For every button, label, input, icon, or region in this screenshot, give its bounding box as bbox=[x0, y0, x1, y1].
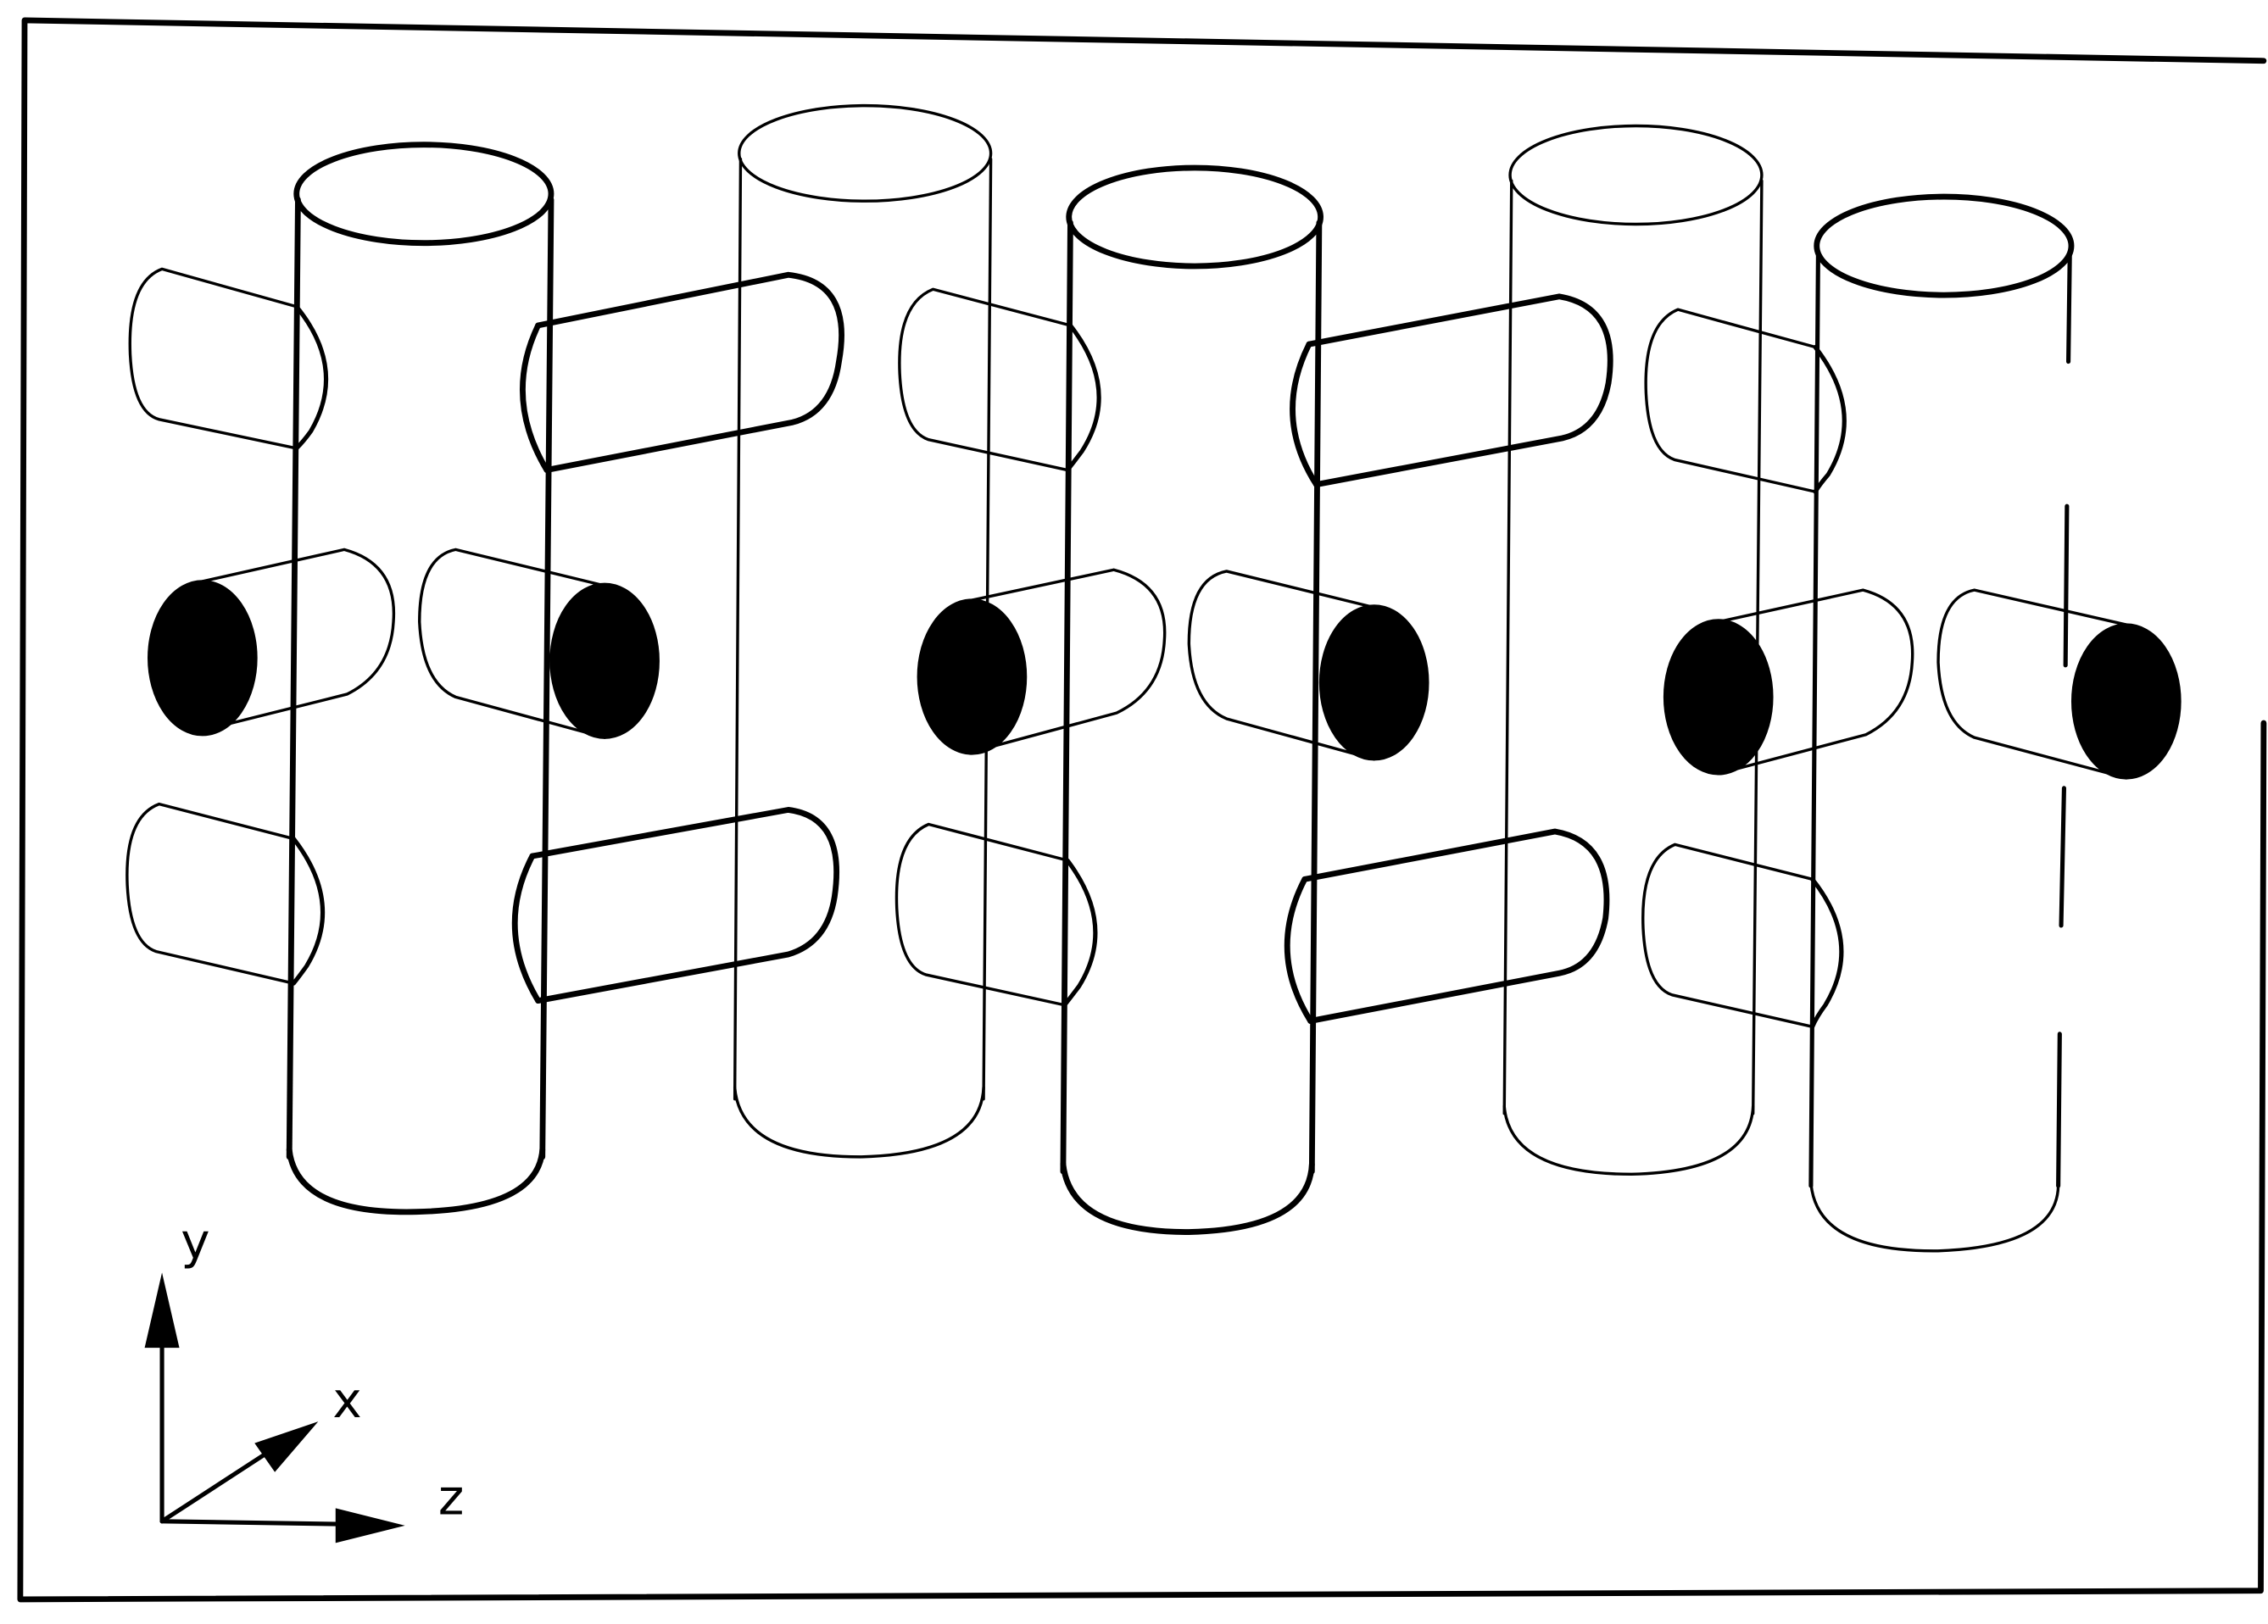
z-arrowhead bbox=[336, 1508, 405, 1543]
filled-end-cap bbox=[551, 584, 658, 737]
rod-cross-section-col1-right bbox=[420, 549, 658, 737]
bridge-rod-top-left bbox=[522, 275, 841, 470]
figure-frame bbox=[20, 20, 2264, 1599]
y-axis-label: y bbox=[181, 1212, 209, 1270]
filled-end-cap bbox=[918, 600, 1025, 754]
filled-end-cap bbox=[149, 581, 256, 735]
front-column-2 bbox=[1063, 168, 1321, 1232]
rod-cross-section-col3-right bbox=[1938, 590, 2180, 778]
rod-cross-section-col2-right bbox=[1189, 571, 1427, 759]
x-axis-label: x bbox=[332, 1371, 361, 1429]
filled-end-cap bbox=[1321, 606, 1428, 759]
bridge-rod-bottom-left bbox=[515, 809, 836, 1000]
filled-end-cap bbox=[1665, 620, 1772, 774]
y-arrowhead bbox=[145, 1272, 180, 1348]
front-column-3 bbox=[1811, 197, 2071, 1251]
z-axis-arrow bbox=[162, 1521, 344, 1524]
bridge-rod-top-right bbox=[1293, 297, 1611, 485]
front-column-1 bbox=[289, 145, 551, 1212]
x-arrowhead bbox=[254, 1421, 318, 1472]
coordinate-axes: y x z bbox=[145, 1212, 465, 1543]
rod-cross-section-col2-left bbox=[918, 570, 1164, 754]
z-axis-label: z bbox=[438, 1468, 464, 1526]
rod-cross-section-col3-left bbox=[1665, 590, 1913, 774]
bridge-rod-bottom-right bbox=[1287, 831, 1607, 1021]
filled-end-cap bbox=[2073, 625, 2180, 778]
rod-cross-section-col1-left bbox=[149, 549, 394, 734]
